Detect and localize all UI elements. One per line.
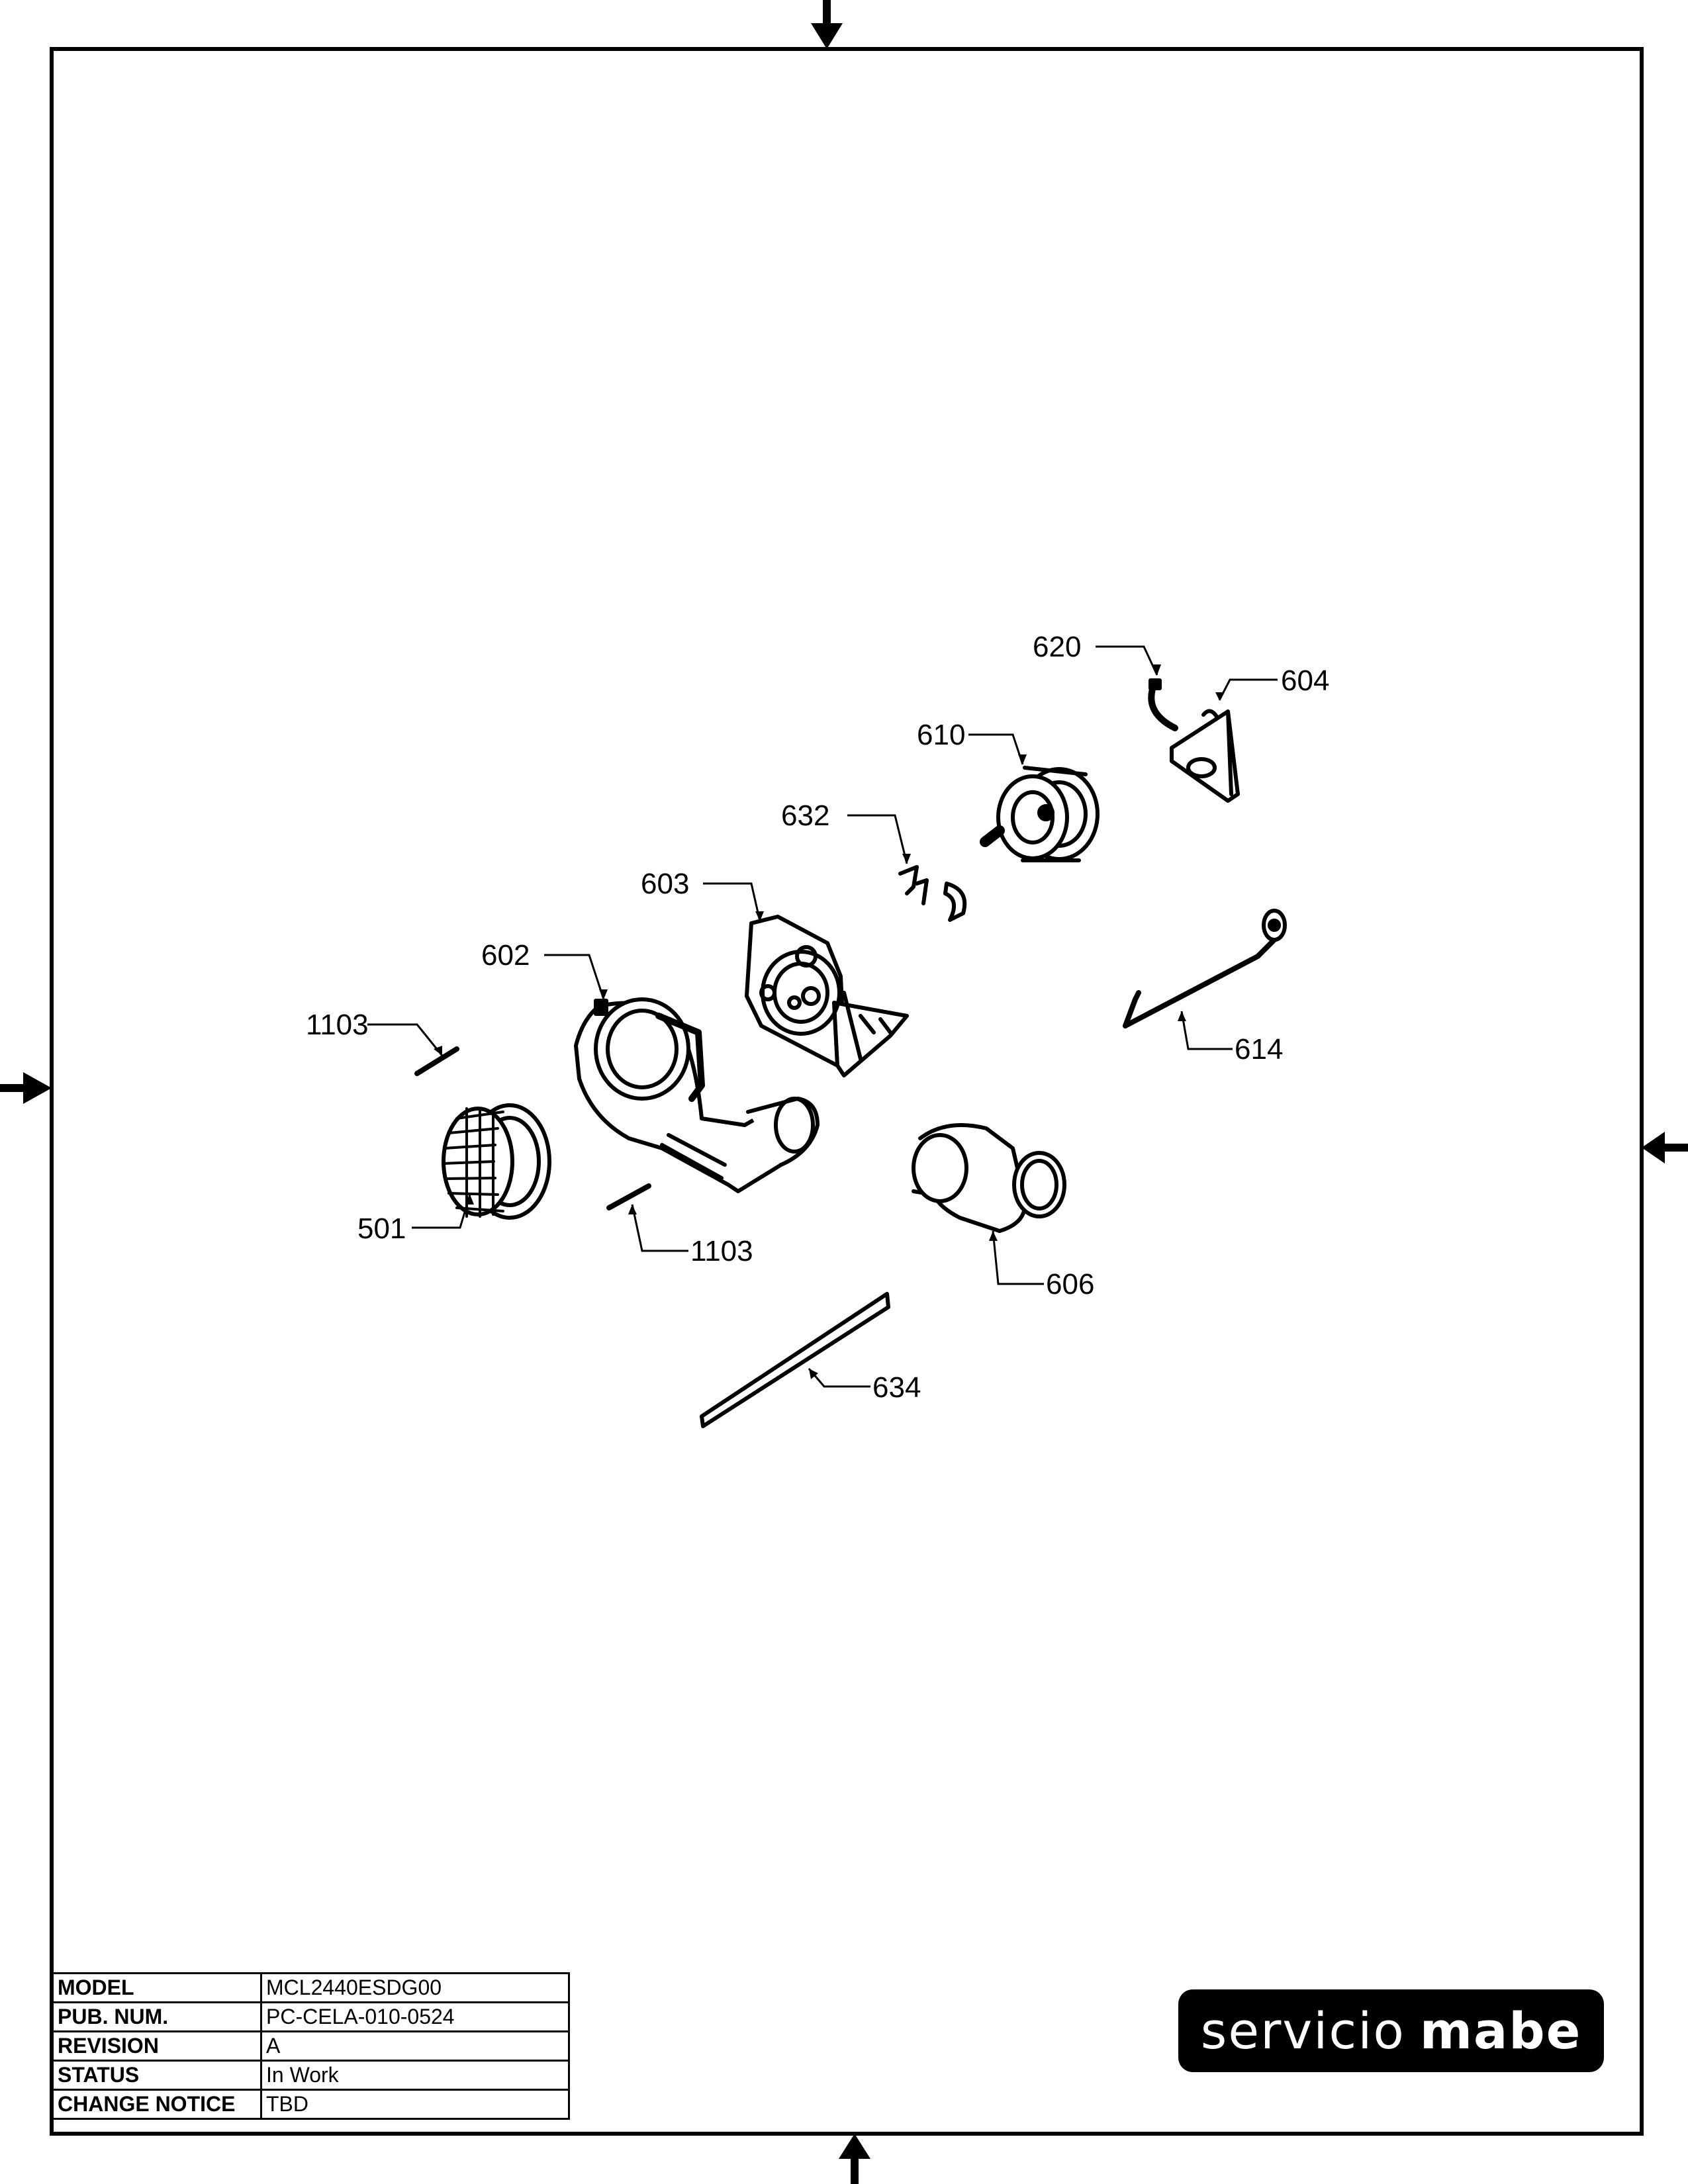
leader-arrowheads [434,664,1225,1379]
revision-label: REVISION [52,2030,262,2062]
callout-1103-lower: 1103 [690,1235,753,1267]
part-1103-screw-upper [414,1046,459,1076]
part-610-motor [980,766,1100,862]
title-row-revision: REVISION A [52,2030,570,2062]
pub-num-label: PUB. NUM. [52,2001,262,2032]
part-1103-screw-lower [606,1183,651,1210]
part-632-clips [898,865,967,922]
part-634-strip [700,1292,890,1428]
pub-num-value: PC-CELA-010-0524 [260,2001,570,2032]
title-row-pub: PUB. NUM. PC-CELA-010-0524 [52,2001,570,2032]
part-606-duct [912,1123,1066,1233]
drawing-border [50,47,1644,2136]
title-block: MODEL MCL2440ESDG00 PUB. NUM. PC-CELA-01… [52,1972,570,2120]
callout-620: 620 [1033,631,1081,663]
part-604-bracket [1170,709,1240,803]
title-row-model: MODEL MCL2440ESDG00 [52,1972,570,2003]
change-notice-label: CHANGE NOTICE [52,2089,262,2120]
part-614-rod [1123,909,1287,1028]
callout-614: 614 [1235,1033,1283,1066]
logo-word-servicio: servicio [1200,2001,1405,2060]
title-row-notice: CHANGE NOTICE TBD [52,2089,570,2120]
callout-604: 604 [1281,664,1329,697]
callout-602: 602 [481,939,530,972]
part-620-clip [1148,678,1178,731]
callout-501: 501 [357,1212,406,1245]
change-notice-value: TBD [260,2089,570,2120]
status-value: In Work [260,2060,570,2091]
part-603-housing-back [745,915,909,1077]
part-501-blower-wheel [442,1103,551,1220]
callout-632: 632 [781,799,829,832]
callout-634: 634 [872,1371,921,1404]
part-602-blower-housing [574,997,820,1193]
logo-word-mabe: mabe [1419,2001,1582,2060]
callout-610: 610 [917,719,965,751]
servicio-mabe-logo: servicio mabe [1178,1989,1604,2072]
callout-606: 606 [1046,1268,1094,1300]
model-value: MCL2440ESDG00 [260,1972,570,2003]
callout-603: 603 [641,868,689,900]
model-label: MODEL [52,1972,262,2003]
callout-1103-upper: 1103 [306,1009,369,1041]
status-label: STATUS [52,2060,262,2091]
revision-value: A [260,2030,570,2062]
title-row-status: STATUS In Work [52,2060,570,2091]
